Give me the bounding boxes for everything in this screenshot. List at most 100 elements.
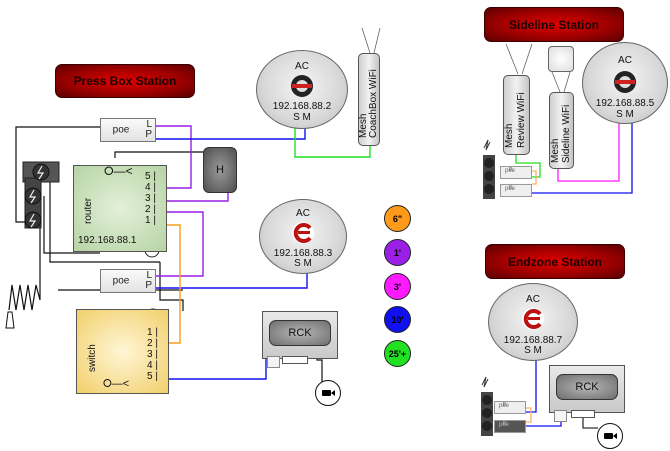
ethernet-port: [267, 356, 280, 368]
sideline-power-strip: [483, 139, 495, 199]
poe-port-p: P: [145, 129, 152, 140]
usb-icon: ⭘―<: [103, 378, 130, 390]
access-point-ac-5: AC 192.168.88.5 S M: [582, 42, 668, 124]
outlet-icon: [28, 189, 37, 204]
switch-port-3: 3: [147, 349, 153, 360]
switch-label: switch: [87, 344, 98, 372]
outlet-icon: [36, 165, 45, 180]
rck-label: RCK: [288, 327, 312, 339]
switch-ports: 1 | 2 | 3 | 4 | 5 |: [147, 327, 158, 382]
switch-port-2: 2: [147, 338, 153, 349]
router-port-5: 5: [145, 171, 151, 182]
serial-port: [571, 410, 595, 418]
endzone-rck-device: RCK: [549, 365, 625, 413]
serial-port: [282, 356, 308, 364]
endzone-power-strip: [481, 376, 493, 436]
poe-label: poe: [505, 186, 516, 192]
router-port-2: 2: [145, 204, 151, 215]
endzone-station-title: Endzone Station: [485, 244, 625, 279]
ethernet-port: [554, 410, 567, 422]
legend-6in: 6": [384, 205, 411, 232]
hub-device: H: [203, 147, 237, 193]
access-point-ac-3: AC 192.168.88.3 S M: [259, 199, 347, 274]
ac-ip: 192.168.88.3: [273, 248, 333, 259]
ac-label: AC: [295, 61, 309, 72]
power-wire-switch-in: [159, 262, 184, 311]
switch-port-1: 1: [147, 327, 153, 338]
power-wire-poe-top: [15, 126, 100, 223]
rck-device: RCK: [262, 311, 338, 359]
poe-port-l: L: [509, 167, 512, 173]
router-ports: 5 | 4 | 3 | 2 | 1 |: [145, 171, 156, 226]
brand-logo-icon: [291, 75, 313, 97]
legend-label: 25'+: [388, 348, 407, 359]
access-point-ac-2: AC 192.168.88.2 S M: [256, 50, 348, 129]
rck-label: RCK: [575, 381, 599, 393]
poe-label: poe: [112, 275, 130, 287]
legend-25ft: 25'+: [384, 340, 411, 367]
legend-3ft: 3': [384, 273, 411, 300]
ac-ports: S M: [524, 345, 542, 356]
access-point-ac-7: AC 192.168.88.7 S M: [488, 283, 578, 361]
mesh-line2: Review WiFi: [516, 92, 527, 148]
ac-ip: 192.168.88.7: [503, 335, 563, 346]
poe-port-p: P: [503, 421, 507, 427]
usb-icon: ⭘―<: [104, 164, 133, 178]
cables-1ft: [153, 125, 229, 277]
power-strip: [22, 161, 60, 229]
camera-icon: [315, 380, 341, 406]
brand-logo-icon: [614, 71, 636, 93]
legend-label: 6": [392, 213, 403, 224]
legend-1ft: 1': [384, 239, 411, 266]
router-label: router: [83, 197, 94, 224]
poe-port-p: P: [509, 167, 513, 173]
poe-label: poe: [499, 403, 510, 409]
poe-label: poe: [112, 124, 130, 136]
router-port-3: 3: [145, 193, 151, 204]
mesh-coachbox-wifi: Mesh CoachBox WiFi: [358, 53, 380, 146]
poe-label: poe: [505, 168, 516, 174]
hub-label: H: [216, 164, 224, 176]
legend-label: 10': [391, 314, 404, 325]
poe-port-l: L: [503, 402, 506, 408]
mesh-line2: Sideline WiFi: [561, 104, 572, 163]
antenna-lines: [361, 27, 571, 93]
switch-port-4: 4: [147, 360, 153, 371]
sideline-station-title: Sideline Station: [484, 7, 624, 42]
ac-ports: S M: [616, 109, 634, 120]
switch-port-5: 5: [147, 371, 153, 382]
sideline-antenna-box: [548, 46, 574, 72]
power-wire-poe-bottom: [43, 196, 100, 254]
poe-port-p: P: [145, 280, 152, 291]
outlet-icon: [28, 213, 37, 228]
mesh-line2: CoachBox WiFi: [368, 69, 379, 138]
camera-icon: [597, 423, 623, 449]
power-wire-switch: [49, 172, 160, 263]
poe-port-p: P: [503, 402, 507, 408]
brand-logo-icon: [292, 222, 314, 244]
poe-port-l: L: [509, 185, 512, 191]
router-ip: 192.168.88.1: [78, 235, 137, 246]
router: router ⭘―< 5 | 4 | 3 | 2 | 1 | 192.168.8…: [73, 164, 167, 252]
ac-label: AC: [618, 55, 632, 66]
mesh-line1: Mesh: [504, 123, 515, 148]
poe-port-p: P: [509, 185, 513, 191]
poe-port-l: L: [146, 119, 152, 130]
poe-label: poe: [499, 422, 510, 428]
router-port-1: 1: [145, 215, 151, 226]
ac-label: AC: [296, 208, 310, 219]
cable-25ft: [294, 126, 371, 158]
sideline-wires: [515, 122, 633, 194]
ac-label: AC: [526, 294, 540, 305]
poe-port-l: L: [503, 421, 506, 427]
mesh-review-wifi: Mesh Review WiFi: [503, 75, 530, 155]
plug-icon: [5, 311, 15, 329]
ac-ports: S M: [294, 258, 312, 269]
usb-wire-hub: [114, 151, 206, 158]
